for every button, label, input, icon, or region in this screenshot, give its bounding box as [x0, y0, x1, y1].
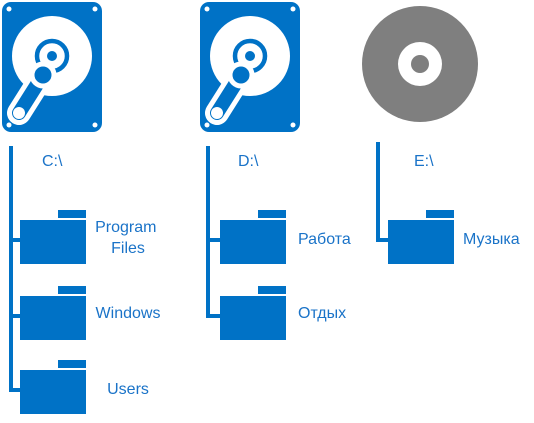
- drive-label-d: D:\: [238, 153, 259, 170]
- drive-column-d: D:\ Работа Отдых: [200, 2, 351, 340]
- folder-icon[interactable]: [220, 286, 286, 340]
- folder-name-otdykh[interactable]: Отдых: [298, 305, 346, 322]
- drive-column-e: E:\ Музыка: [362, 6, 520, 264]
- folder-name-muzyka[interactable]: Музыка: [463, 231, 520, 248]
- folder-icon[interactable]: [20, 360, 86, 414]
- drive-label-e: E:\: [414, 153, 434, 170]
- drive-label-c: C:\: [42, 153, 63, 170]
- folder-icon[interactable]: [20, 210, 86, 264]
- drive-column-c: C:\ Program Files Windows Users: [2, 2, 161, 414]
- folder-name-rabota[interactable]: Работа: [298, 231, 351, 248]
- folder-name-program-files[interactable]: Program Files: [95, 219, 161, 257]
- folder-name-windows[interactable]: Windows: [96, 305, 161, 322]
- hard-disk-icon: [200, 2, 300, 132]
- optical-disc-icon: [362, 6, 478, 122]
- folder-name-users[interactable]: Users: [107, 381, 149, 398]
- folder-icon[interactable]: [388, 210, 454, 264]
- folder-icon[interactable]: [20, 286, 86, 340]
- hard-disk-icon: [2, 2, 102, 132]
- folder-icon[interactable]: [220, 210, 286, 264]
